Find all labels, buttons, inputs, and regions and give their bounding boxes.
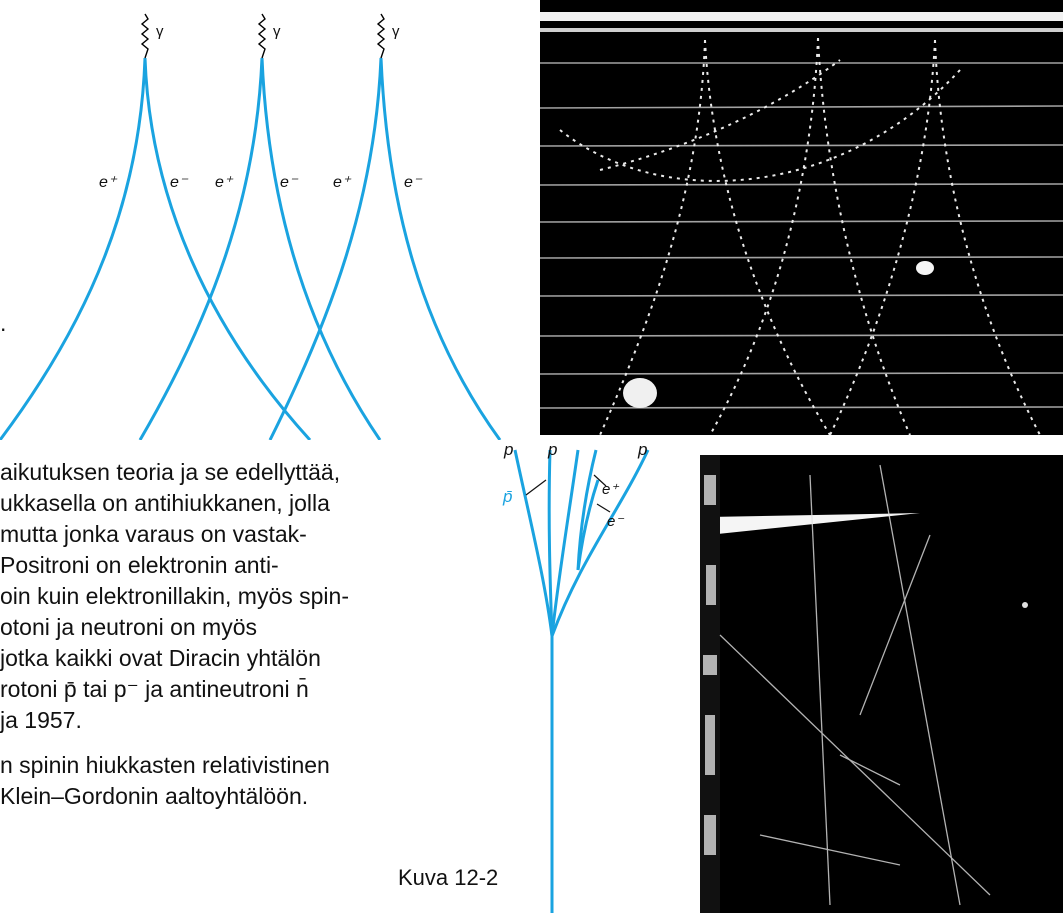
antiproton-diagram: p p p p̄ e⁺ e⁻	[502, 440, 650, 913]
electron-label-2: e⁻	[280, 174, 299, 191]
positron-label: e⁺	[602, 481, 619, 498]
text-line: ja 1957.	[0, 707, 82, 733]
text-line: Klein–Gordonin aaltoyhtälöön.	[0, 783, 309, 809]
photon-wave-2	[257, 13, 267, 59]
photon-wave-1	[140, 13, 150, 59]
gamma-label-2: γ	[273, 23, 281, 40]
text-line: jotka kaikki ovat Diracin yhtälön	[0, 645, 321, 671]
text-line: ukkasella on antihiukkanen, jolla	[0, 490, 330, 516]
positron-label-2: e⁺	[215, 174, 234, 191]
figure-caption: Kuva 12-2	[398, 865, 499, 890]
track-electron-3	[379, 57, 502, 440]
track-electron-1	[143, 57, 312, 440]
body-text: aikutuksen teoria ja se edellyttää, ukka…	[0, 457, 520, 812]
proton-label-3: p	[637, 440, 647, 459]
text-line: n spinin hiukkasten relativistinen	[0, 752, 330, 778]
text-line: oin kuin elektronillakin, myös spin-	[0, 583, 349, 609]
track-positron-1	[0, 57, 147, 440]
track-proton-3	[550, 449, 650, 637]
pair-production-diagram: γ γ γ e⁺ e⁻ e⁺ e⁻ e⁺ e⁻	[0, 13, 502, 440]
track-electron-2	[260, 57, 382, 440]
electron-label: e⁻	[607, 513, 624, 530]
track-proton-2	[550, 449, 580, 637]
stray-period: .	[0, 310, 7, 336]
electron-label-1: e⁻	[170, 174, 189, 191]
text-line: rotoni p̄ tai p⁻ ja antineutroni n̄	[0, 676, 309, 702]
gamma-label-1: γ	[156, 23, 164, 40]
track-positron-3	[268, 57, 383, 440]
text-line: Positroni on elektronin anti-	[0, 552, 279, 578]
text-line: mutta jonka varaus on vastak-	[0, 521, 307, 547]
paragraph-gap	[0, 736, 520, 750]
electron-label-3: e⁻	[404, 174, 423, 191]
track-antiproton	[547, 449, 554, 637]
text-line: aikutuksen teoria ja se edellyttää,	[0, 459, 341, 485]
track-electron	[576, 479, 600, 571]
bubble-chamber-photo-pair	[540, 0, 1063, 435]
bubble-chamber-photo-antiproton	[700, 455, 1063, 913]
positron-label-1: e⁺	[99, 174, 118, 191]
photon-wave-3	[376, 13, 386, 59]
antiproton-label: p̄	[502, 487, 512, 506]
track-positron-2	[138, 57, 264, 440]
proton-label-1: p	[503, 440, 513, 459]
track-proton-1	[513, 449, 554, 637]
gamma-label-3: γ	[392, 23, 400, 40]
proton-label-2: p	[547, 440, 557, 459]
text-line: otoni ja neutroni on myös	[0, 614, 257, 640]
positron-label-3: e⁺	[333, 174, 352, 191]
